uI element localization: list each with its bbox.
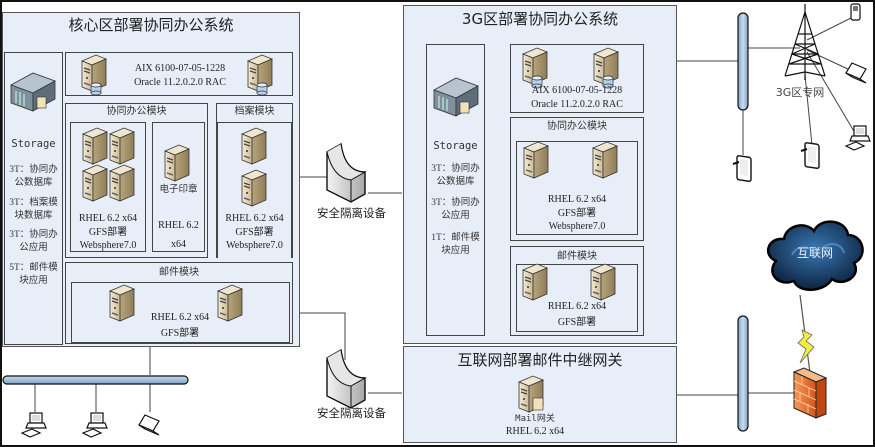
os-label: RHEL 6.2 x64 [547,301,607,312]
db-os: AIX 6100-07-05-1228 [531,85,623,96]
core-storage-item: 5T：邮件模块应用 [9,263,58,286]
core-archive-module-title: 档案模块 [234,106,275,117]
mail-gateway-server-name: Mail网关 [515,414,555,424]
app-server-icon [109,127,135,165]
zone-3g-storage-item: 3T：协同办公应用 [431,198,480,221]
deploy-label: GFS部署 [557,207,597,219]
mail-gateway-server-icon [518,375,544,413]
core-storage-item: 3T：协同办公应用 [9,230,58,253]
zone-3g-storage-label: Storage [433,140,478,152]
core-collab-app-info: RHEL 6.2 x64 GFS部署 Websphere7.0 [70,212,146,253]
zone-3g-collab-module-title: 协同办公模块 [547,121,607,132]
desktop-client-icon [82,412,108,438]
desktop-device-icon [845,125,871,151]
isolation-device-label: 安全隔离设备 [317,406,386,420]
zone-3g-db-info: AIX 6100-07-05-1228 Oracle 11.2.0.2.0 RA… [510,84,644,111]
tablet-device-icon [732,154,752,183]
3g-network-bus [737,12,749,111]
core-zone-title: 核心区部署协同办公系统 [68,16,234,34]
firewall-icon [792,367,828,419]
db-version: Oracle 11.2.0.2.0 RAC [531,98,623,110]
core-storage-item: 3T：协同办公数据库 [9,165,58,188]
internet-bus [737,315,749,432]
db-server-icon [248,55,274,97]
zone-3g-collab-info: RHEL 6.2 x64 GFS部署 Websphere7.0 [516,193,638,234]
mail-server-icon [522,263,548,301]
core-db-info: AIX 6100-07-05-1228 Oracle 11.2.0.2.0 RA… [120,62,240,89]
lan-bus [2,375,189,385]
zone-3g-storage-item: 3T：协同办公数据库 [431,164,480,187]
os-label: RHEL 6.2 x64 [547,194,607,205]
mail-server-icon [109,284,135,322]
cell-tower-icon [784,4,826,80]
os-label: RHEL 6.2 x64 [150,312,210,323]
core-db-version: Oracle 11.2.0.2.0 RAC [134,76,226,88]
core-db-os: AIX 6100-07-05-1228 [134,63,226,74]
core-mail-info: RHEL 6.2 x64 GFS部署 [135,310,225,341]
mail-server-icon [590,263,616,301]
core-seal-group [152,122,205,252]
storage-icon [433,77,479,117]
desktop-client-icon [21,412,47,438]
os-label: RHEL 6.2 x64 [78,213,138,224]
deploy-label: GFS部署 [235,226,274,238]
3g-private-network-label: 3G区专网 [775,86,825,99]
archive-server-icon [241,127,267,165]
internet-label: 互联网 [796,246,833,260]
mobile-phone-icon [850,3,861,21]
core-storage-label: Storage [11,138,56,150]
tablet-device-icon [800,141,820,170]
middleware-label: Websphere7.0 [226,240,283,251]
app-server-icon [592,141,618,179]
os-label: RHEL 6.2 x64 [225,213,284,224]
deploy-label: GFS部署 [160,327,200,339]
isolation-device-icon [326,349,366,409]
zone-3g-mail-info: RHEL 6.2 x64 GFS部署 [516,299,638,330]
isolation-device-icon [326,143,366,203]
isolation-device-label: 安全隔离设备 [317,206,386,220]
core-mail-module-title: 邮件模块 [159,267,199,278]
middleware-label: Websphere7.0 [548,221,606,232]
core-archive-info: RHEL 6.2 x64 GFS部署 Websphere7.0 [216,212,293,253]
zone-3g-mail-module-title: 邮件模块 [557,251,597,262]
deploy-label: GFS部署 [557,316,597,328]
internet-cloud-icon [766,220,864,291]
lightning-link-icon [797,294,815,374]
seal-server-info: RHEL 6.2 x64 [152,216,205,254]
app-server-icon [82,127,108,165]
mail-gateway-zone-title: 互联网部署邮件中继网关 [457,351,623,369]
seal-server-icon [164,144,190,182]
app-server-icon [523,141,549,179]
zone-3g-title: 3G区部署协同办公系统 [461,10,619,28]
app-server-icon [82,164,108,202]
laptop-device-icon [845,62,867,84]
zone-3g-storage-item: 1T：邮件模块应用 [431,233,480,256]
archive-server-icon [241,169,267,207]
os-label: RHEL 6.2 [158,220,199,231]
core-mail-group [71,282,290,343]
laptop-client-icon [138,414,160,436]
seal-server-name: 电子印章 [159,185,198,195]
core-collab-module-title: 协同办公模块 [106,106,167,117]
core-storage-item: 3T：档案模块数据库 [9,198,58,221]
storage-icon [10,72,56,112]
arch-label: x64 [171,239,186,250]
db-server-icon [82,55,108,97]
deploy-label: GFS部署 [88,226,128,238]
mail-gateway-os: RHEL 6.2 x64 [505,426,565,437]
app-server-icon [109,164,135,202]
middleware-label: Websphere7.0 [79,240,137,251]
